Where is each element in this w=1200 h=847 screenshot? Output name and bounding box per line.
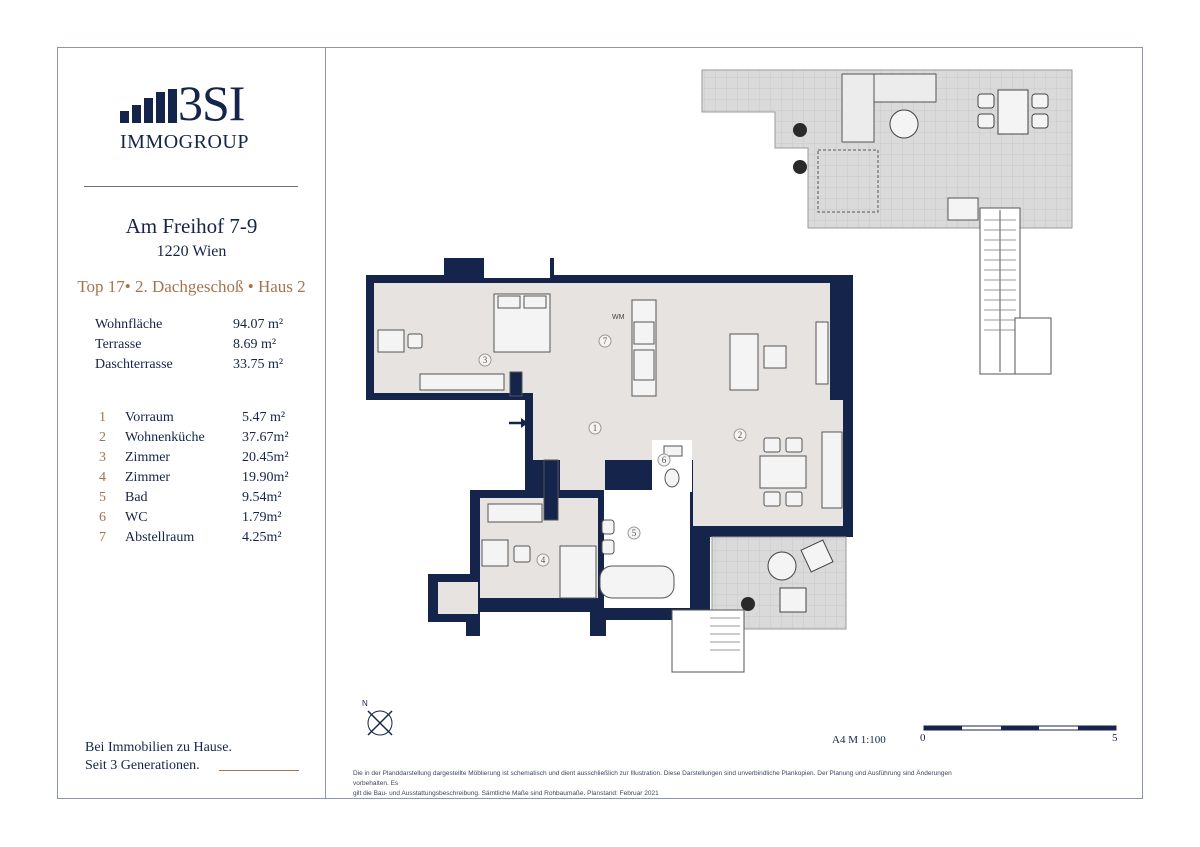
unit-description: Top 17• 2. Dachgeschoß • Haus 2: [77, 277, 306, 296]
logo-brand: 3SI: [178, 75, 245, 131]
room-area: 4.25m²: [242, 530, 282, 545]
room-number: 4: [99, 470, 106, 485]
area-value: 33.75 m²: [233, 357, 284, 372]
room-row: 4 Zimmer 19.90m²: [99, 470, 319, 490]
room-number: 3: [99, 450, 106, 465]
room-number: 5: [99, 490, 106, 505]
room-name: Zimmer: [125, 450, 171, 465]
room-area: 37.67m²: [242, 430, 289, 445]
room-marker-6: 6: [662, 455, 667, 465]
north-arrow-icon: N: [362, 699, 393, 736]
room-area: 20.45m²: [242, 450, 289, 465]
divider: [84, 186, 298, 187]
area-value: 8.69 m²: [233, 337, 277, 352]
room-number: 2: [99, 430, 106, 445]
room-marker-1: 1: [593, 423, 598, 433]
room-name: Bad: [125, 490, 148, 505]
project-city: 1220 Wien: [156, 243, 227, 260]
area-label: Terrasse: [95, 337, 142, 352]
room-marker-7: 7: [603, 336, 608, 346]
room-row: 6 WC 1.79m²: [99, 510, 319, 530]
washing-machine-label: WM: [612, 314, 625, 321]
room-row: 1 Vorraum 5.47 m²: [99, 410, 319, 430]
room-marker-4: 4: [541, 555, 546, 565]
plant-icon: [793, 123, 807, 137]
scale-label: A4 M 1:100: [832, 734, 886, 746]
plant-icon: [793, 160, 807, 174]
room-name: WC: [125, 510, 148, 525]
slogan-underline: [219, 770, 299, 771]
room-name: Wohnenküche: [125, 430, 205, 445]
living-furniture: [631, 299, 843, 509]
room-number: 6: [99, 510, 106, 525]
room-4-furniture: [481, 459, 597, 599]
room-marker-3: 3: [483, 355, 488, 365]
bathroom-fixtures: [599, 445, 683, 599]
area-label: Daschterrasse: [95, 357, 173, 372]
logo-subtitle: IMMOGROUP: [120, 131, 249, 153]
room-area: 19.90m²: [242, 470, 289, 485]
logo-bars-icon: [120, 89, 177, 123]
area-row: Wohnfläche 94.07 m²: [95, 317, 315, 337]
room-number: 1: [99, 410, 106, 425]
north-label: N: [362, 699, 368, 708]
scale-end: 5: [1112, 732, 1118, 744]
disclaimer-line-1: Die in der Planddarstellung dargestellte…: [353, 770, 952, 787]
room-row: 3 Zimmer 20.45m²: [99, 450, 319, 470]
slogan-line-1: Bei Immobilien zu Hause.: [85, 740, 232, 755]
room-3-furniture: [377, 293, 551, 397]
room-row: 2 Wohnenküche 37.67m²: [99, 430, 319, 450]
page-frame: [57, 47, 1143, 799]
plant-icon: [741, 597, 755, 611]
scale-bar: [923, 725, 1117, 731]
room-markers: 1 2 3 4 5 6 7: [478, 334, 747, 567]
roof-terrace: [701, 69, 1073, 229]
project-address: Am Freihof 7-9: [125, 214, 258, 238]
room-name: Zimmer: [125, 470, 171, 485]
area-row: Terrasse 8.69 m²: [95, 337, 315, 357]
lower-stair: [671, 609, 745, 673]
disclaimer-line-2: gilt die Bau- und Ausstattungsbeschreibu…: [353, 790, 659, 797]
area-summary: Wohnfläche 94.07 m² Terrasse 8.69 m² Dasch…: [95, 317, 315, 377]
room-area: 1.79m²: [242, 510, 282, 525]
room-marker-5: 5: [632, 528, 637, 538]
room-name: Abstellraum: [125, 530, 195, 545]
sidebar: 3SI IMMOGROUP Am Freihof 7-9 1220 Wien T…: [57, 47, 326, 799]
room-name: Vorraum: [125, 410, 174, 425]
disclaimer: Die in der Planddarstellung dargestellte…: [353, 769, 953, 799]
scale-start: 0: [920, 732, 926, 744]
slogan-line-2: Seit 3 Generationen.: [85, 758, 200, 773]
external-stair: [979, 207, 1052, 375]
room-row: 7 Abstellraum 4.25m²: [99, 530, 319, 550]
area-value: 94.07 m²: [233, 317, 284, 332]
room-area: 5.47 m²: [242, 410, 286, 425]
room-row: 5 Bad 9.54m²: [99, 490, 319, 510]
area-label: Wohnfläche: [95, 317, 163, 332]
room-area: 9.54m²: [242, 490, 282, 505]
area-row: Daschterrasse 33.75 m²: [95, 357, 315, 377]
entrance-arrow-icon: [509, 418, 528, 428]
room-marker-2: 2: [738, 430, 743, 440]
room-number: 7: [99, 530, 106, 545]
company-logo: 3SI IMMOGROUP: [120, 75, 270, 157]
